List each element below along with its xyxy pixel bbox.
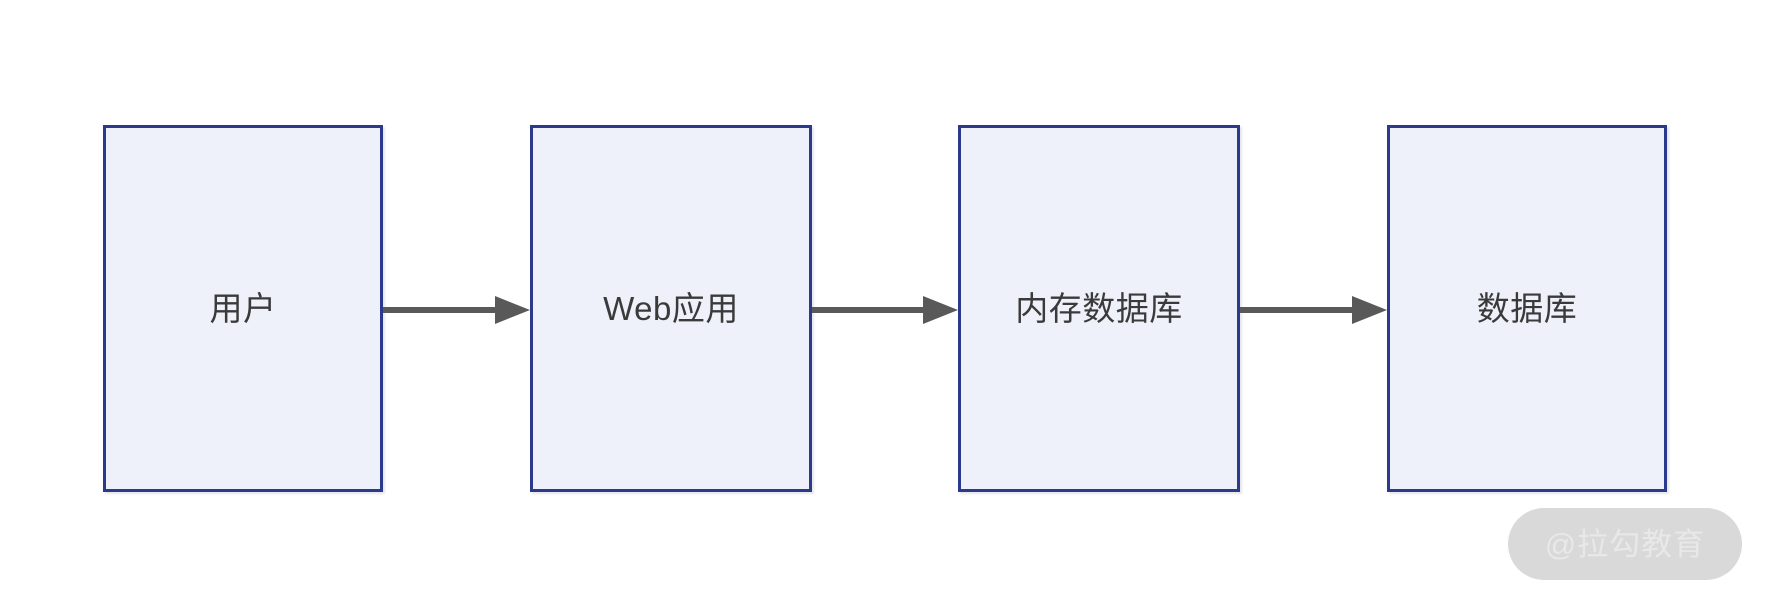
- flow-node-database[interactable]: 数据库: [1387, 125, 1667, 492]
- arrow-user-to-web-app[interactable]: [383, 288, 530, 332]
- watermark-label: @拉勾教育: [1544, 526, 1706, 562]
- flow-node-in-memory[interactable]: 内存数据库: [958, 125, 1240, 492]
- flow-node-label: 用户: [209, 290, 277, 327]
- flow-node-label: 数据库: [1476, 290, 1578, 327]
- arrow-right-icon: [1240, 296, 1387, 324]
- flow-node-user[interactable]: 用户: [103, 125, 383, 492]
- arrow-in-memory-to-database[interactable]: [1240, 288, 1387, 332]
- arrow-web-app-to-in-memory[interactable]: [812, 288, 958, 332]
- arrow-right-icon: [383, 296, 530, 324]
- flow-node-web-app[interactable]: Web应用: [530, 125, 812, 492]
- flow-node-label: 内存数据库: [1015, 290, 1183, 327]
- arrow-right-icon: [812, 296, 958, 324]
- flow-node-label: Web应用: [603, 290, 739, 327]
- watermark-badge: @拉勾教育: [1508, 508, 1742, 580]
